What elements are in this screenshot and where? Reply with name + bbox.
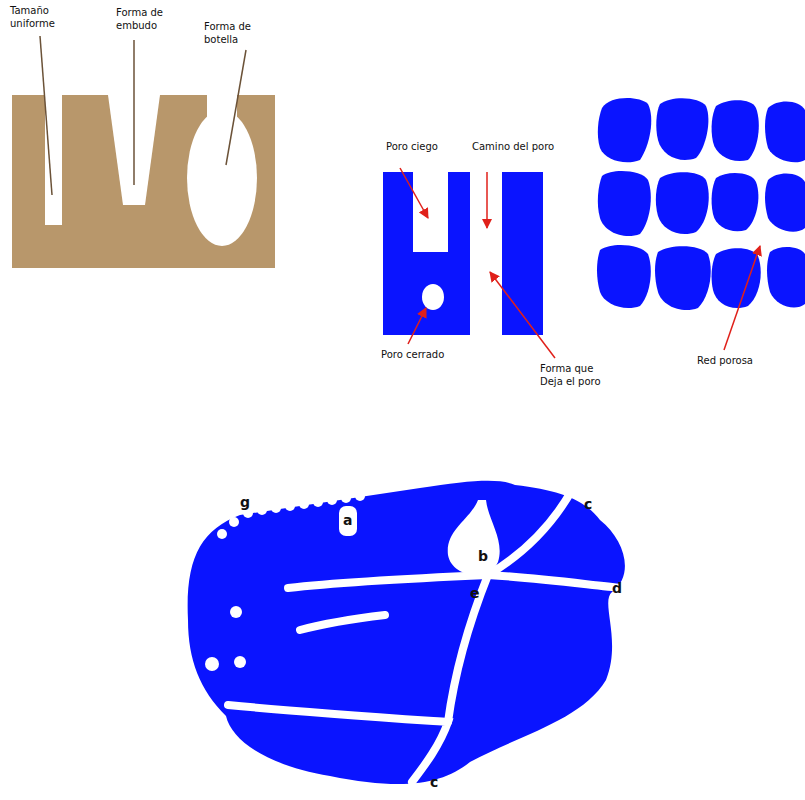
callout-letter: c	[584, 496, 592, 512]
callout-label: Poro cerrado	[381, 348, 471, 361]
pore-shapes	[12, 36, 275, 268]
callout-letter: b	[478, 548, 488, 564]
callout-label: Tamaño uniforme	[10, 4, 72, 30]
callout-letter: c	[430, 774, 438, 790]
callout-label: Red porosa	[697, 354, 777, 367]
callout-letter: a	[343, 512, 352, 528]
porous-particle	[188, 481, 625, 784]
callout-label: Forma de botella	[204, 20, 288, 46]
callout-label: Camino del poro	[472, 140, 557, 153]
callout-label: Forma que Deja el poro	[540, 362, 618, 388]
callout-label: Forma de embudo	[116, 6, 178, 32]
porous-network	[597, 98, 805, 310]
callout-label: Poro ciego	[386, 140, 441, 153]
callout-letter: d	[612, 580, 622, 596]
callout-letter: e	[470, 585, 480, 601]
pore-types	[383, 168, 555, 358]
callout-letter: g	[240, 494, 250, 510]
